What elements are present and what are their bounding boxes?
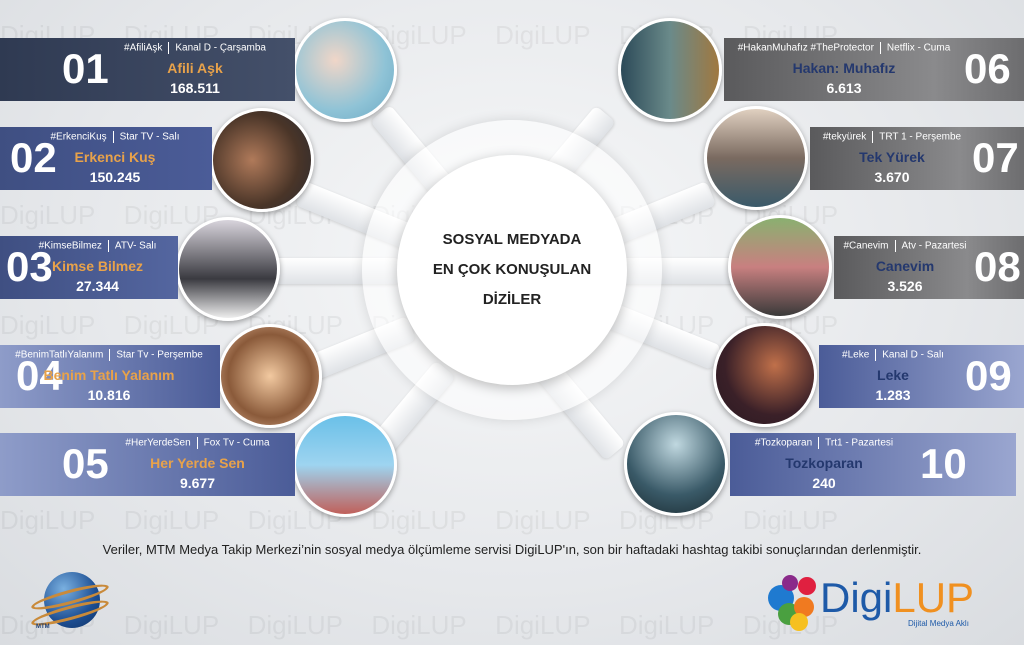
show-title: Canevim <box>875 258 935 274</box>
show-poster-her-yerde-sen <box>293 413 397 517</box>
show-poster-kimse-bilmez <box>176 217 280 321</box>
mention-count: 3.670 <box>874 169 910 185</box>
mention-count: 6.613 <box>826 80 862 96</box>
hashtag: #HakanMuhafız #TheProtector <box>737 42 874 54</box>
hashtag: #BenimTatlıYalanım <box>15 349 104 361</box>
channel: TRT 1 - Perşembe <box>879 131 962 143</box>
rank-item-10: #Tozkoparan Trt1 - Pazartesi Tozkoparan 24… <box>730 433 1016 496</box>
channel: Kanal D - Çarşamba <box>175 42 266 54</box>
rank-number: 08 <box>974 243 1021 290</box>
mention-count: 150.245 <box>89 169 141 185</box>
digilup-logo-lup: LUP <box>892 574 975 621</box>
show-title: Benim Tatlı Yalanım <box>43 367 175 383</box>
show-title: Her Yerde Sen <box>150 455 245 471</box>
show-title: Erkenci Kuş <box>74 149 156 165</box>
hashtag: #ErkenciKuş <box>50 131 107 143</box>
center-title-line3: DİZİLER <box>482 291 542 308</box>
mention-count: 3.526 <box>887 278 923 294</box>
mention-count: 168.511 <box>170 80 220 96</box>
show-poster-erkenci-kus <box>210 108 314 212</box>
data-source-note: Veriler, MTM Medya Takip Merkezi’nin sos… <box>102 542 922 557</box>
show-title: Tek Yürek <box>859 149 925 165</box>
show-poster-hakan-muhafiz <box>618 18 722 122</box>
show-title: Leke <box>877 367 909 383</box>
rank-item-03: 03 #KimseBilmez ATV- Salı Kimse Bilmez 27.… <box>0 236 178 299</box>
rank-number: 04 <box>16 352 63 399</box>
show-poster-tozkoparan <box>624 412 728 516</box>
hashtag: #Leke <box>842 349 870 361</box>
show-title: Afili Aşk <box>167 60 223 76</box>
hashtag: #KimseBilmez <box>38 240 102 252</box>
mtm-logo-text: MTM <box>36 624 50 630</box>
rank-item-08: #Canevim Atv - Pazartesi Canevim 3.526 08 <box>834 236 1024 299</box>
mention-count: 27.344 <box>76 278 119 294</box>
channel: Star Tv - Perşembe <box>116 349 203 361</box>
show-poster-canevim <box>728 215 832 319</box>
hashtag: #Canevim <box>843 240 889 252</box>
rank-item-06: #HakanMuhafız #TheProtector Netflix - Cum… <box>724 38 1024 101</box>
mention-count: 1.283 <box>875 387 911 403</box>
channel: Netflix - Cuma <box>886 42 951 54</box>
hashtag: #Tozkoparan <box>754 437 813 449</box>
rank-item-01: 01 #AfiliAşk Kanal D - Çarşamba Afili Aşk… <box>0 38 295 101</box>
rank-number: 03 <box>6 243 53 290</box>
rank-number: 10 <box>920 440 967 487</box>
rank-number: 05 <box>62 440 109 487</box>
show-poster-leke <box>713 323 817 427</box>
hashtag: #tekyürek <box>822 131 867 143</box>
show-poster-benim-tatli-yalanim <box>218 324 322 428</box>
rank-item-05: 05 #HerYerdeSen Fox Tv - Cuma Her Yerde S… <box>0 433 295 496</box>
mention-count: 9.677 <box>179 475 216 491</box>
center-title-line2: EN ÇOK KONUŞULAN <box>432 261 592 278</box>
rank-item-07: #tekyürek TRT 1 - Perşembe Tek Yürek 3.670… <box>810 127 1024 190</box>
rank-number: 01 <box>62 45 109 92</box>
rank-number: 07 <box>972 134 1019 181</box>
channel: Kanal D - Salı <box>882 349 944 361</box>
center-title-line1: SOSYAL MEDYADA <box>442 231 582 248</box>
digilup-logo: DigiLUP Dijital Medya Aklı <box>768 575 1008 635</box>
show-title: Kimse Bilmez <box>51 258 144 274</box>
digilup-logo-tagline: Dijital Medya Aklı <box>908 619 969 628</box>
show-poster-afili-ask <box>293 18 397 122</box>
digilup-logo-digi: Digi <box>820 574 893 621</box>
mention-count: 10.816 <box>87 387 131 403</box>
rank-item-02: 02 #ErkenciKuş Star TV - Salı Erkenci Kuş… <box>0 127 212 190</box>
mention-count: 240 <box>812 475 836 491</box>
rank-number: 06 <box>964 45 1011 92</box>
channel: ATV- Salı <box>114 240 157 252</box>
channel: Trt1 - Pazartesi <box>825 437 894 449</box>
mtm-logo: MTM <box>29 572 111 634</box>
show-poster-tek-yurek <box>704 106 808 210</box>
rank-item-09: #Leke Kanal D - Salı Leke 1.283 09 <box>819 345 1024 408</box>
channel: Atv - Pazartesi <box>901 240 967 252</box>
show-title: Hakan: Muhafız <box>792 60 896 76</box>
rank-number: 02 <box>10 134 57 181</box>
show-title: Tozkoparan <box>785 455 863 471</box>
rank-number: 09 <box>965 352 1012 399</box>
hashtag: #HerYerdeSen <box>125 437 191 449</box>
center-title: SOSYAL MEDYADA EN ÇOK KONUŞULAN DİZİLER <box>397 155 627 385</box>
hashtag: #AfiliAşk <box>124 42 163 54</box>
channel: Star TV - Salı <box>119 131 180 143</box>
channel: Fox Tv - Cuma <box>203 437 270 449</box>
